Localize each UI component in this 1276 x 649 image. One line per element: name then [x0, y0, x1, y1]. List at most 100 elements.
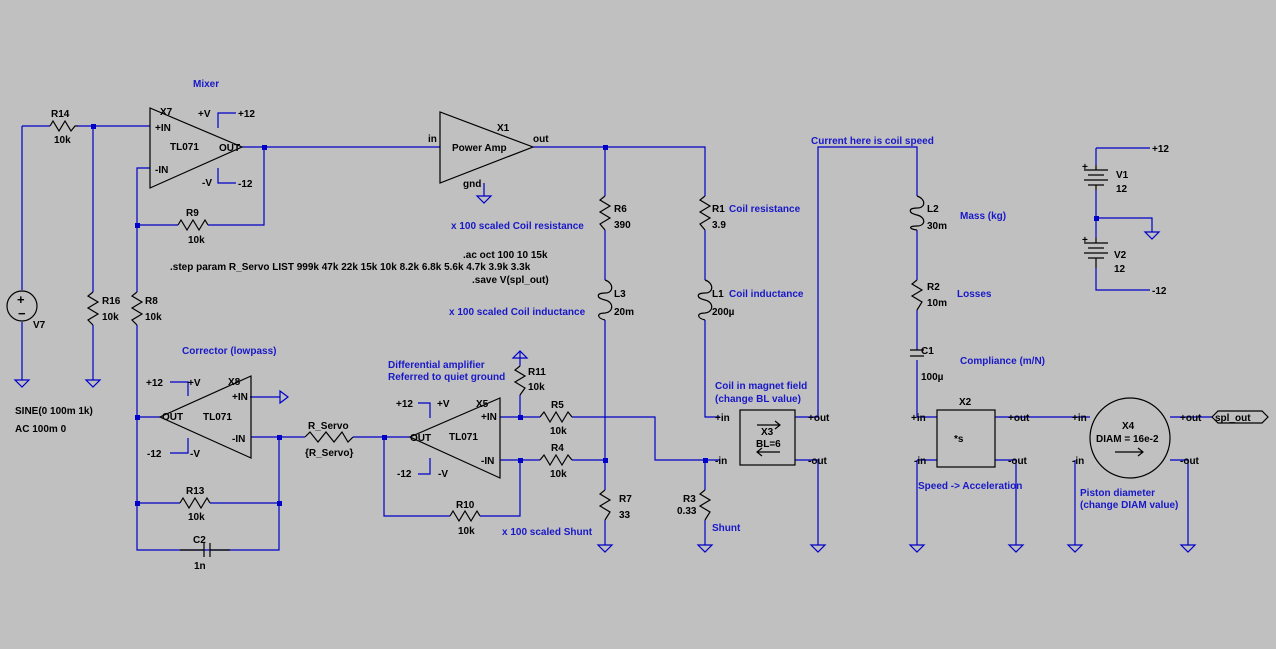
resistor-R9[interactable] — [177, 218, 209, 232]
c2-name: C2 — [193, 535, 206, 546]
x7-name: X7 — [160, 107, 173, 118]
label-mass: Mass (kg) — [960, 211, 1006, 222]
label-mixer: Mixer — [193, 79, 219, 90]
block-X2[interactable] — [936, 409, 996, 468]
resistor-R7[interactable] — [598, 489, 612, 521]
r8-name: R8 — [145, 296, 158, 307]
resistor-R8[interactable] — [130, 291, 144, 326]
r6-name: R6 — [614, 204, 627, 215]
l2-value: 30m — [927, 221, 947, 232]
net-spl-out: spl_out — [1215, 413, 1251, 424]
v7-name: V7 — [33, 320, 46, 331]
r1-name: R1 — [712, 204, 725, 215]
x7-minus-v: -V — [202, 178, 212, 189]
x3-minus-out: -out — [808, 456, 828, 467]
r2-value: 10m — [927, 298, 947, 309]
battery-V2[interactable]: + — [1082, 235, 1108, 268]
label-coil-inductance: Coil inductance — [729, 289, 804, 300]
v7-ac: AC 100m 0 — [15, 424, 67, 435]
opamp-X7[interactable] — [149, 107, 244, 189]
c1-value: 100µ — [921, 372, 944, 383]
r10-value: 10k — [458, 526, 475, 537]
block-X3[interactable] — [739, 409, 796, 466]
x7-model: TL071 — [170, 142, 199, 153]
opamp-X5[interactable] — [408, 397, 501, 479]
x7-out: OUT — [219, 143, 240, 154]
opamp-X8[interactable] — [158, 375, 252, 459]
capacitor-C1[interactable] — [910, 349, 924, 357]
x8-p12: +12 — [146, 378, 163, 389]
inductor-L1[interactable] — [697, 279, 713, 321]
x8-plus-v: +V — [188, 378, 201, 389]
resistor-R11[interactable] — [513, 365, 527, 396]
x2-minus-out: -out — [1008, 456, 1028, 467]
r14-name: R14 — [51, 109, 70, 120]
v7-sine: SINE(0 100m 1k) — [15, 406, 93, 417]
r14-value: 10k — [54, 135, 71, 146]
r8-value: 10k — [145, 312, 162, 323]
label-diff-amp-2: Referred to quiet ground — [388, 372, 505, 383]
label-piston-2: (change DIAM value) — [1080, 500, 1178, 511]
resistor-R3[interactable] — [698, 489, 712, 521]
voltage-source-V7[interactable]: + − — [6, 290, 38, 322]
x1-gnd: gnd — [463, 179, 481, 190]
resistor-R5[interactable] — [539, 410, 573, 424]
r9-name: R9 — [186, 208, 199, 219]
resistor-R4[interactable] — [539, 453, 573, 467]
x4-minus-in: -in — [1072, 456, 1084, 467]
label-coil-resistance: Coil resistance — [729, 204, 801, 215]
resistor-R14[interactable] — [49, 119, 78, 133]
x3-minus-in: -in — [715, 456, 727, 467]
c1-name: C1 — [921, 346, 934, 357]
corrector-arrow — [279, 389, 289, 405]
directive-save: .save V(spl_out) — [472, 275, 549, 286]
x2-label: *s — [954, 434, 964, 445]
inductor-L3[interactable] — [597, 279, 613, 321]
x5-m12: -12 — [397, 469, 412, 480]
x8-model: TL071 — [203, 412, 232, 423]
r3-name: R3 — [683, 494, 696, 505]
v1-value: 12 — [1116, 184, 1128, 195]
x3-plus-in: +in — [715, 413, 730, 424]
directive-ac: .ac oct 100 10 15k — [463, 250, 548, 261]
directive-step: .step param R_Servo LIST 999k 47k 22k 15… — [170, 262, 531, 273]
capacitor-C2[interactable] — [180, 543, 230, 557]
resistor-R16[interactable] — [86, 291, 100, 326]
resistor-R2[interactable] — [910, 279, 924, 311]
resistor-R13[interactable] — [179, 496, 211, 510]
x7-p12: +12 — [238, 109, 255, 120]
net-flag-spl-out[interactable] — [1211, 410, 1269, 424]
r16-name: R16 — [102, 296, 121, 307]
x1-out: out — [533, 134, 549, 145]
x8-plus-in: +IN — [232, 392, 248, 403]
label-x100-coil-ind: x 100 scaled Coil inductance — [449, 307, 586, 318]
r1-value: 3.9 — [712, 220, 726, 231]
x4-minus-out: -out — [1180, 456, 1200, 467]
label-current-here: Current here is coil speed — [811, 136, 934, 147]
l1-value: 200µ — [712, 307, 735, 318]
block-power-amp-X1[interactable] — [439, 111, 535, 184]
x1-label: Power Amp — [452, 143, 507, 154]
x2-name: X2 — [959, 397, 972, 408]
label-x100-shunt: x 100 scaled Shunt — [502, 527, 593, 538]
x3-name: X3 — [761, 427, 774, 438]
block-X4[interactable] — [1089, 397, 1171, 479]
resistor-R6[interactable] — [598, 195, 612, 231]
resistor-R1[interactable] — [698, 195, 712, 231]
battery-V1[interactable]: + — [1082, 162, 1108, 190]
x7-m12: -12 — [238, 179, 253, 190]
resistor-R10[interactable] — [449, 509, 481, 523]
resistor-R_Servo[interactable] — [304, 430, 354, 443]
inductor-L2[interactable] — [909, 195, 925, 231]
r5-name: R5 — [551, 400, 564, 411]
r2-name: R2 — [927, 282, 940, 293]
r6-value: 390 — [614, 220, 631, 231]
r16-value: 10k — [102, 312, 119, 323]
wires — [21, 112, 1212, 551]
r11-value: 10k — [528, 382, 545, 393]
r4-name: R4 — [551, 443, 564, 454]
x4-plus-in: +in — [1072, 413, 1087, 424]
x8-name: X8 — [228, 377, 241, 388]
rservo-value: {R_Servo} — [305, 448, 353, 459]
